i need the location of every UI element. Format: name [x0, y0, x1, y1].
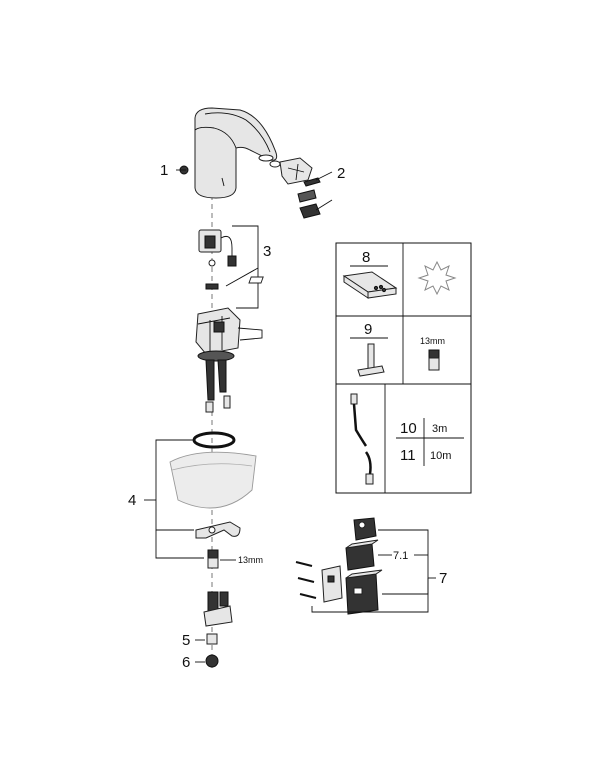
table-row-10-number: 10	[400, 420, 417, 437]
callout-5: 5	[182, 632, 190, 649]
installation-tool	[357, 343, 385, 377]
faucet-body	[194, 107, 278, 199]
callout-4: 4	[128, 492, 136, 509]
table-row-9-number: 9	[364, 321, 372, 338]
basin-outline	[169, 451, 257, 509]
table-row-11-length: 10m	[430, 450, 451, 462]
threaded-stud	[207, 549, 219, 569]
extension-cables	[350, 393, 374, 485]
filter-cap	[205, 654, 219, 668]
table-row-11-number: 11	[400, 447, 416, 464]
callout-3: 3	[263, 243, 271, 260]
remote-control	[248, 271, 398, 299]
callout-6: 6	[182, 654, 190, 671]
nut	[206, 633, 218, 645]
spout-fitting	[269, 157, 321, 219]
callout-2: 2	[337, 165, 345, 182]
battery-box-set	[295, 517, 383, 615]
hose-connector	[203, 591, 233, 627]
leader-lines	[144, 169, 436, 663]
callout-1: 1	[160, 162, 168, 179]
hex-nipple	[428, 349, 440, 371]
o-ring	[192, 431, 236, 449]
fixing-clamp	[195, 521, 241, 539]
table-row-10-length: 3m	[432, 423, 447, 435]
wrench-size-label: 13mm	[238, 555, 263, 565]
table-row-8-number: 8	[362, 249, 370, 266]
solenoid-valve	[198, 229, 237, 290]
flexible-hoses	[205, 359, 231, 413]
callout-7-1: 7.1	[393, 550, 408, 562]
setting-gear-icon	[417, 260, 457, 296]
table-wrench-size-label: 13mm	[420, 336, 445, 346]
callout-7: 7	[439, 570, 447, 587]
control-unit	[195, 307, 263, 362]
